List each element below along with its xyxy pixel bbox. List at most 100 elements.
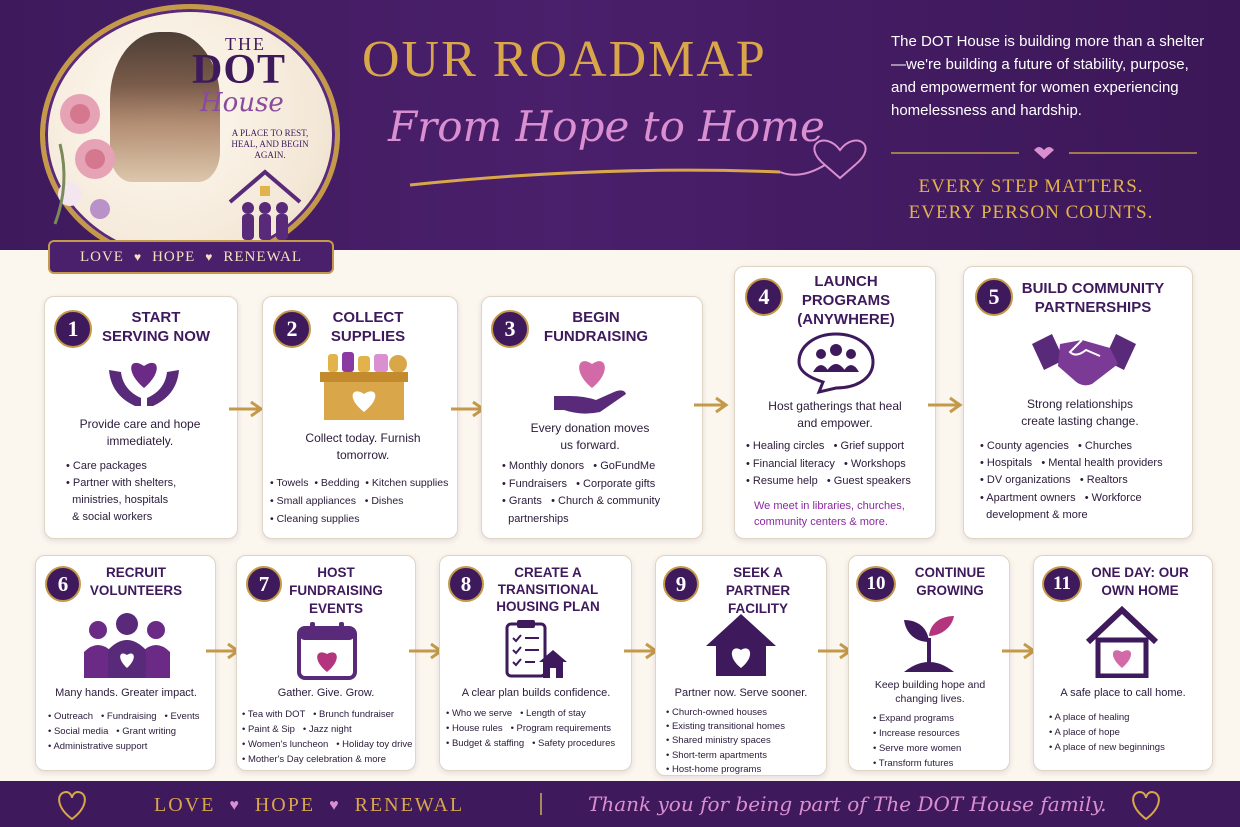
list-item: • Serve more women [873,743,962,754]
heart-icon: ♥ [133,249,143,264]
step-list: • Who we serve • Length of stay • House … [446,706,615,751]
step-list: • Healing circles • Grief support • Fina… [746,438,911,491]
intro-text: The DOT House is building more than a sh… [891,33,1205,119]
group-speech-icon [797,332,875,394]
list-item: • Towels • Bedding • Kitchen supplies [270,477,449,489]
footer-hope: HOPE [254,794,316,816]
list-item: • Hospitals • Mental health providers [980,457,1163,470]
list-item: • Cleaning supplies [270,513,360,525]
logo-house-icon [228,169,302,240]
step-title: ONE DAY: OUR OWN HOME [1091,565,1189,598]
sprout-icon [904,616,954,672]
list-item: • Existing transitional homes [666,721,785,733]
list-item: • House rules • Program requirements [446,723,612,734]
step-text: Many hands. Greater impact. [55,687,197,699]
step-text: A clear plan builds confidence. [461,687,611,699]
heart-icon: ♥ [329,796,341,814]
step-title: HOST FUNDRAISING EVENTS [289,565,383,616]
footer-love: LOVE [154,794,216,816]
step-text: Keep building hope and changing lives. [874,679,986,705]
step-title: RECRUIT VOLUNTEERS [89,565,183,598]
list-item: • Partner with shelters, [66,477,177,489]
list-item: • Expand programs [873,713,954,724]
logo-ribbon: LOVE ♥ HOPE ♥ RENEWAL [48,240,334,274]
step-title: BEGIN FUNDRAISING [543,309,649,345]
step-number: 3 [491,310,529,348]
hand-heart-icon [554,361,626,414]
calendar-heart-icon [297,622,357,680]
heart-icon: ♥ [205,249,214,264]
step-list: • Outreach • Fundraising • Events • Soci… [48,709,200,754]
list-item: • Budget & staffing • Safety procedures [446,738,616,749]
step-title: LAUNCH PROGRAMS (ANYWHERE) [797,273,895,328]
list-item: • Apartment owners • Workforce [980,491,1142,504]
list-item: • Host-home programs [666,763,762,775]
step-list: • Church-owned houses • Existing transit… [666,706,785,777]
step-title: CREATE A TRANSITIONAL HOUSING PLAN [496,565,600,614]
step-number: 1 [54,310,92,348]
list-item: • Short-term apartments [666,749,767,761]
list-item: • Mother's Day celebration & more [242,754,387,765]
supply-box-icon [320,352,408,420]
step-number: 8 [448,566,484,602]
tagline-line-2: EVERY PERSON COUNTS. [908,202,1154,223]
footer-banner [0,781,1240,827]
arrow-right-icon [229,400,264,418]
list-item: ministries, hospitals [66,494,169,506]
footer-renewal: RENEWAL [354,794,465,816]
step-text: A safe place to call home. [1060,687,1186,699]
list-item: • Care packages [66,460,147,472]
step-text: Strong relationships create lasting chan… [1021,397,1139,428]
house-heart-icon [706,614,776,676]
list-item: • Resume help • Guest speakers [746,475,911,487]
step-text: Collect today. Furnish tomorrow. [305,431,421,462]
list-item: • A place of healing [1049,712,1130,723]
step-number: 5 [975,278,1013,316]
footer-values: LOVE ♥ HOPE ♥ RENEWAL [154,794,464,817]
heart-icon [58,790,86,821]
portrait-image [110,32,220,182]
step-title: SEEK A PARTNER FACILITY [725,565,791,616]
footer-divider [540,793,542,815]
step-title: BUILD COMMUNITY PARTNERSHIPS [1021,280,1165,316]
step-card-1 [44,296,238,539]
step-number: 10 [856,566,896,602]
list-item: • A place of hope [1049,727,1120,738]
step-number: 9 [663,566,699,602]
list-item: • Administrative support [48,741,148,752]
step-title: START SERVING NOW [101,309,211,345]
dot-house-logo: THE DOT House A PLACE TO REST, HEAL, AND… [40,4,340,286]
step-text: Partner now. Serve sooner. [674,687,808,699]
list-item: & social workers [66,511,153,523]
list-item: partnerships [502,512,569,525]
list-item: • A place of new beginnings [1049,742,1165,753]
list-item: • Grants • Church & community [502,495,661,507]
step-list: • Tea with DOT • Brunch fundraiser • Pai… [242,707,412,767]
step-number: 2 [273,310,311,348]
step-note: We meet in libraries, churches, communit… [754,500,905,528]
step-text: Every donation moves us forward. [530,421,650,452]
list-item: • Small appliances • Dishes [270,495,404,507]
page-title: OUR ROADMAP [362,31,767,88]
logo-dot: DOT [192,47,287,93]
heart-icon [1132,790,1160,821]
list-item: • Who we serve • Length of stay [446,708,586,719]
step-list: • Care packages • Partner with shelters,… [66,458,176,526]
step-number: 7 [246,566,282,602]
footer-thanks: Thank you for being part of The DOT Hous… [588,792,1107,816]
step-number: 11 [1042,566,1082,602]
tagline-line-1: EVERY STEP MATTERS. [918,176,1144,197]
step-title: CONTINUE GROWING [914,565,986,598]
logo-house: House [200,88,284,118]
step-text: Gather. Give. Grow. [277,687,375,699]
list-item: • Church-owned houses [666,707,768,718]
arrow-right-icon [928,396,963,414]
people-heart-icon [84,613,170,678]
list-item: • Healing circles • Grief support [746,440,905,452]
step-list: • Monthly donors • GoFundMe • Fundraiser… [502,458,660,528]
step-title: COLLECT SUPPLIES [330,309,406,345]
list-item: • Financial literacy • Workshops [746,457,906,470]
step-number: 4 [745,278,783,316]
list-item: • Monthly donors • GoFundMe [502,460,656,472]
heart-icon: ♥ [229,796,241,814]
